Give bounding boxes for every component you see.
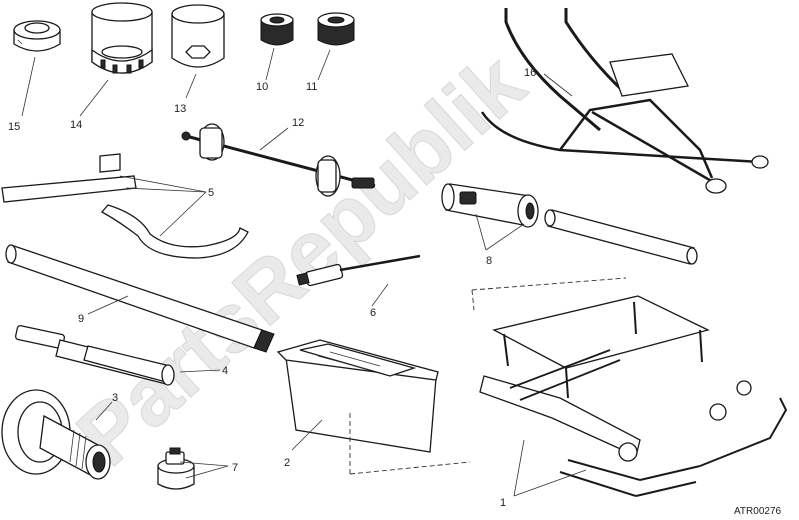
part-16-rear-stand[interactable] (480, 8, 769, 194)
callout-10: 10 (256, 81, 268, 93)
part-12-puller-shaft[interactable] (181, 123, 376, 197)
callout-13: 13 (174, 103, 186, 115)
part-6-threaded-rod[interactable] (296, 254, 421, 287)
callout-14: 14 (70, 119, 82, 131)
part-3-threaded-adapter[interactable] (1, 389, 111, 480)
callout-1: 1 (500, 497, 506, 509)
part-2-drain-pan[interactable] (276, 339, 439, 453)
part-1-lift-jack[interactable] (479, 295, 788, 497)
part-8-bearing-drift-set[interactable] (441, 183, 698, 265)
part-7-nut-adapter[interactable] (157, 447, 195, 490)
drawing-code: ATR00276 (734, 506, 782, 517)
jack-group-bracket (349, 277, 627, 475)
part-4-stepped-bar[interactable] (14, 325, 175, 386)
part-10-bushing[interactable] (260, 13, 294, 46)
part-5-spanner-set[interactable] (1, 153, 249, 259)
callout-5: 5 (208, 187, 214, 199)
callout-7: 7 (232, 462, 238, 474)
callout-2: 2 (284, 457, 290, 469)
callout-11: 11 (306, 81, 317, 93)
callout-4: 4 (222, 365, 228, 377)
callout-6: 6 (370, 307, 376, 319)
part-11-bushing[interactable] (317, 12, 355, 46)
part-13-hex-socket[interactable] (171, 4, 225, 68)
part-14-bell-socket[interactable] (91, 2, 153, 74)
callout-8: 8 (486, 255, 492, 267)
callout-15: 15 (8, 121, 20, 133)
callout-3: 3 (112, 392, 118, 404)
callout-9: 9 (78, 313, 84, 325)
part-15-ring-cap[interactable] (13, 20, 61, 52)
part-9-long-tube[interactable] (5, 244, 275, 353)
callout-12: 12 (292, 117, 304, 129)
callout-16: 16 (524, 67, 536, 79)
